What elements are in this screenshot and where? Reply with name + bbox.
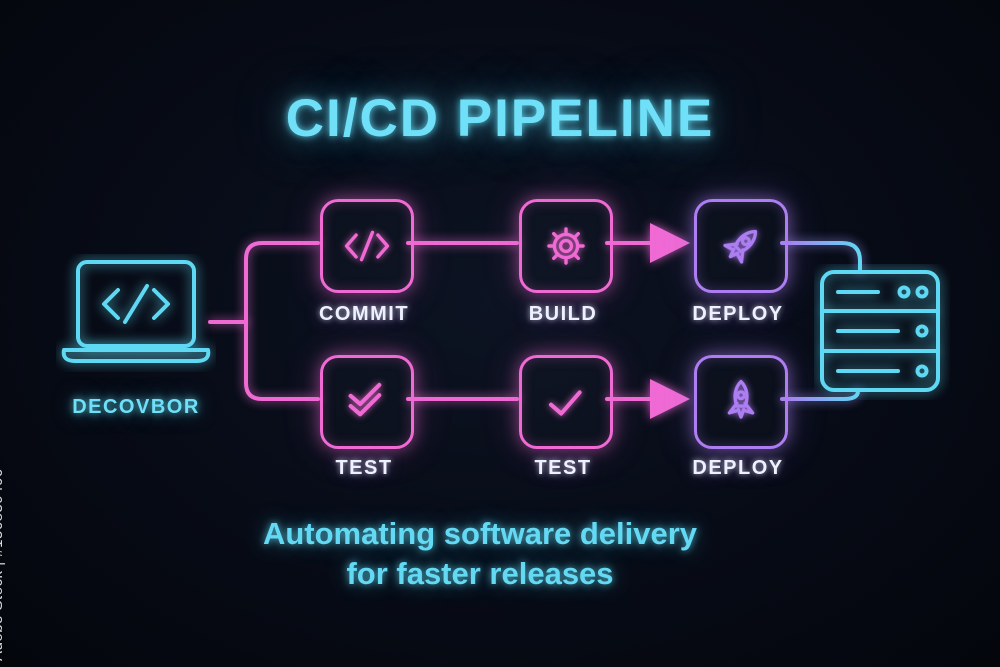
node-commit: [320, 199, 414, 293]
node-label-deploy-bottom: DEPLOY: [692, 457, 784, 479]
gear-icon: [547, 227, 585, 265]
node-label-test-2: TEST: [534, 457, 592, 479]
node-deploy-bottom: [694, 355, 788, 449]
source-label: DECOVBOR: [72, 396, 200, 418]
subtitle-line-2: for faster releases: [346, 556, 614, 591]
node-label-build: BUILD: [528, 303, 598, 325]
node-test-1: [320, 355, 414, 449]
page-title: CI/CD PIPELINE: [285, 89, 715, 148]
node-test-2: [519, 355, 613, 449]
connector-split: [244, 241, 320, 401]
node-build: [519, 199, 613, 293]
node-deploy-top: [694, 199, 788, 293]
watermark: Adobe Stock | #156839406: [0, 468, 6, 661]
node-label-deploy-top: DEPLOY: [692, 303, 784, 325]
server-icon: [820, 270, 940, 392]
node-label-commit: COMMIT: [318, 303, 410, 325]
subtitle-line-1: Automating software delivery: [262, 516, 698, 551]
rocket-icon: [727, 379, 755, 419]
connector-deploy-server-top: [780, 241, 862, 274]
check-icon: [548, 390, 582, 416]
double-check-icon: [348, 382, 382, 417]
laptop-code-icon: [61, 260, 211, 363]
rocket-icon: [723, 229, 758, 264]
node-label-test-1: TEST: [335, 457, 393, 479]
code-icon: [344, 230, 390, 262]
